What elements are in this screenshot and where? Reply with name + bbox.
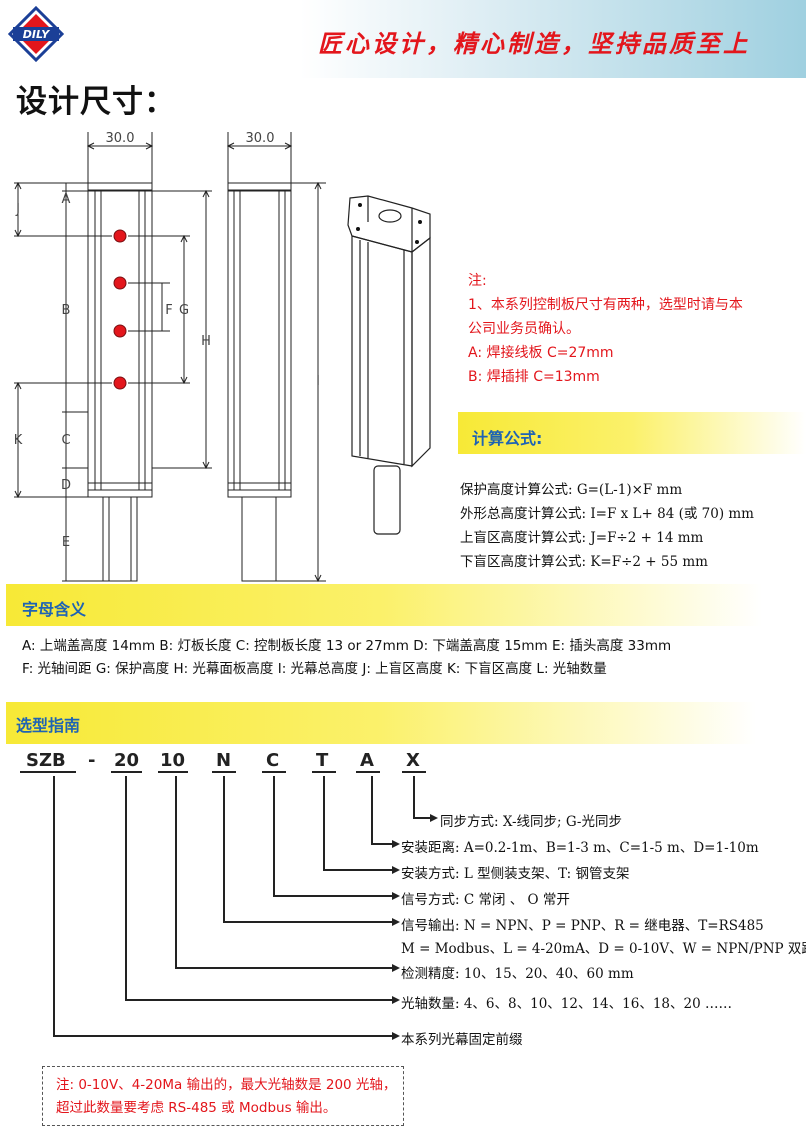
width-label-front: 30.0: [106, 131, 135, 146]
code-signal-mode: C: [266, 750, 280, 771]
note-title: 注:: [468, 273, 487, 289]
option-precision: 检测精度: 10、15、20、40、60 mm: [401, 966, 634, 982]
bottom-note-text: 注: 0-10V、4-20Ma 输出的，最大光轴数是 200 光轴，超过此数量要…: [56, 1077, 397, 1116]
label-i: I: [316, 374, 320, 389]
bottom-note-box: [42, 1066, 404, 1126]
label-k: K: [14, 433, 23, 448]
code-distance: A: [360, 750, 374, 771]
product-3d-view: [347, 195, 431, 535]
selection-connector-lines: [20, 771, 438, 1040]
option-output-more: M = Modbus、L = 4-20mA、D = 0-10V、W = NPN/…: [401, 941, 806, 957]
header-band: [300, 0, 806, 78]
option-distance: 安装距离: A=0.2-1m、B=1-3 m、C=1-5 m、D=1-10m: [401, 840, 759, 856]
label-d: D: [61, 478, 71, 493]
formula-protect-height: 保护高度计算公式: G=(L-1)×F mm: [460, 482, 683, 498]
dimension-drawing: 30.0 30.0 A B C D E F G H I J K: [14, 131, 431, 583]
note-line-1: 1、本系列控制板尺寸有两种，选型时请与本: [468, 297, 743, 313]
selection-section-title: 选型指南: [16, 716, 81, 735]
option-signal-mode: 信号方式: C 常闭 、 O 常开: [401, 892, 570, 908]
code-dash: -: [88, 750, 96, 771]
meaning-section-title: 字母含义: [22, 600, 87, 619]
code-mount: T: [316, 750, 329, 771]
company-logo: DILY: [8, 6, 64, 62]
formula-upper-blind: 上盲区高度计算公式: J=F÷2 + 14 mm: [460, 530, 704, 546]
code-output: N: [216, 750, 232, 771]
meaning-line-1: A: 上端盖高度 14mm B: 灯板长度 C: 控制板长度 13 or 27m…: [22, 638, 672, 654]
meaning-section-band: [6, 584, 762, 626]
note-line-2: 公司业务员确认。: [468, 321, 580, 337]
code-precision: 10: [160, 750, 186, 771]
emitter-dot: [113, 324, 127, 338]
page-title: 设计尺寸：: [16, 84, 176, 120]
emitter-dot: [113, 276, 127, 290]
code-sync: X: [406, 750, 420, 771]
code-prefix: SZB: [26, 750, 66, 771]
option-output: 信号输出: N = NPN、P = PNP、R = 继电器、T=RS485: [401, 918, 764, 934]
note-line-3: A: 焊接线板 C=27mm: [468, 345, 614, 361]
label-e: E: [62, 535, 70, 550]
header-slogan: 匠心设计，精心制造，坚持品质至上: [318, 29, 750, 58]
meaning-line-2: F: 光轴间距 G: 保护高度 H: 光幕面板高度 I: 光幕总高度 J: 上盲…: [22, 661, 607, 677]
formula-section-band: [458, 412, 806, 454]
label-b: B: [62, 303, 71, 318]
selection-section-band: [6, 702, 756, 744]
option-mount: 安装方式: L 型侧装支架、T: 钢管支架: [401, 866, 630, 882]
emitter-dot: [113, 376, 127, 390]
option-axis-count: 光轴数量: 4、6、8、10、12、14、16、18、20 ……: [401, 996, 732, 1012]
logo-text: DILY: [23, 28, 51, 41]
label-h: H: [201, 334, 211, 349]
formula-section-title: 计算公式:: [472, 429, 543, 448]
label-f: F: [165, 303, 172, 318]
label-g: G: [179, 303, 189, 318]
note-line-4: B: 焊插排 C=13mm: [468, 369, 600, 385]
code-axis-count: 20: [114, 750, 140, 771]
label-j: J: [15, 202, 20, 217]
label-c: C: [61, 433, 70, 448]
width-label-side: 30.0: [246, 131, 275, 146]
formula-total-height: 外形总高度计算公式: I=F x L+ 84 (或 70) mm: [460, 506, 754, 522]
option-sync: 同步方式: X-线同步; G-光同步: [440, 814, 622, 830]
label-a: A: [62, 192, 71, 207]
emitter-dot: [113, 229, 127, 243]
formula-lower-blind: 下盲区高度计算公式: K=F÷2 + 55 mm: [460, 554, 708, 570]
option-prefix: 本系列光幕固定前缀: [401, 1032, 523, 1048]
